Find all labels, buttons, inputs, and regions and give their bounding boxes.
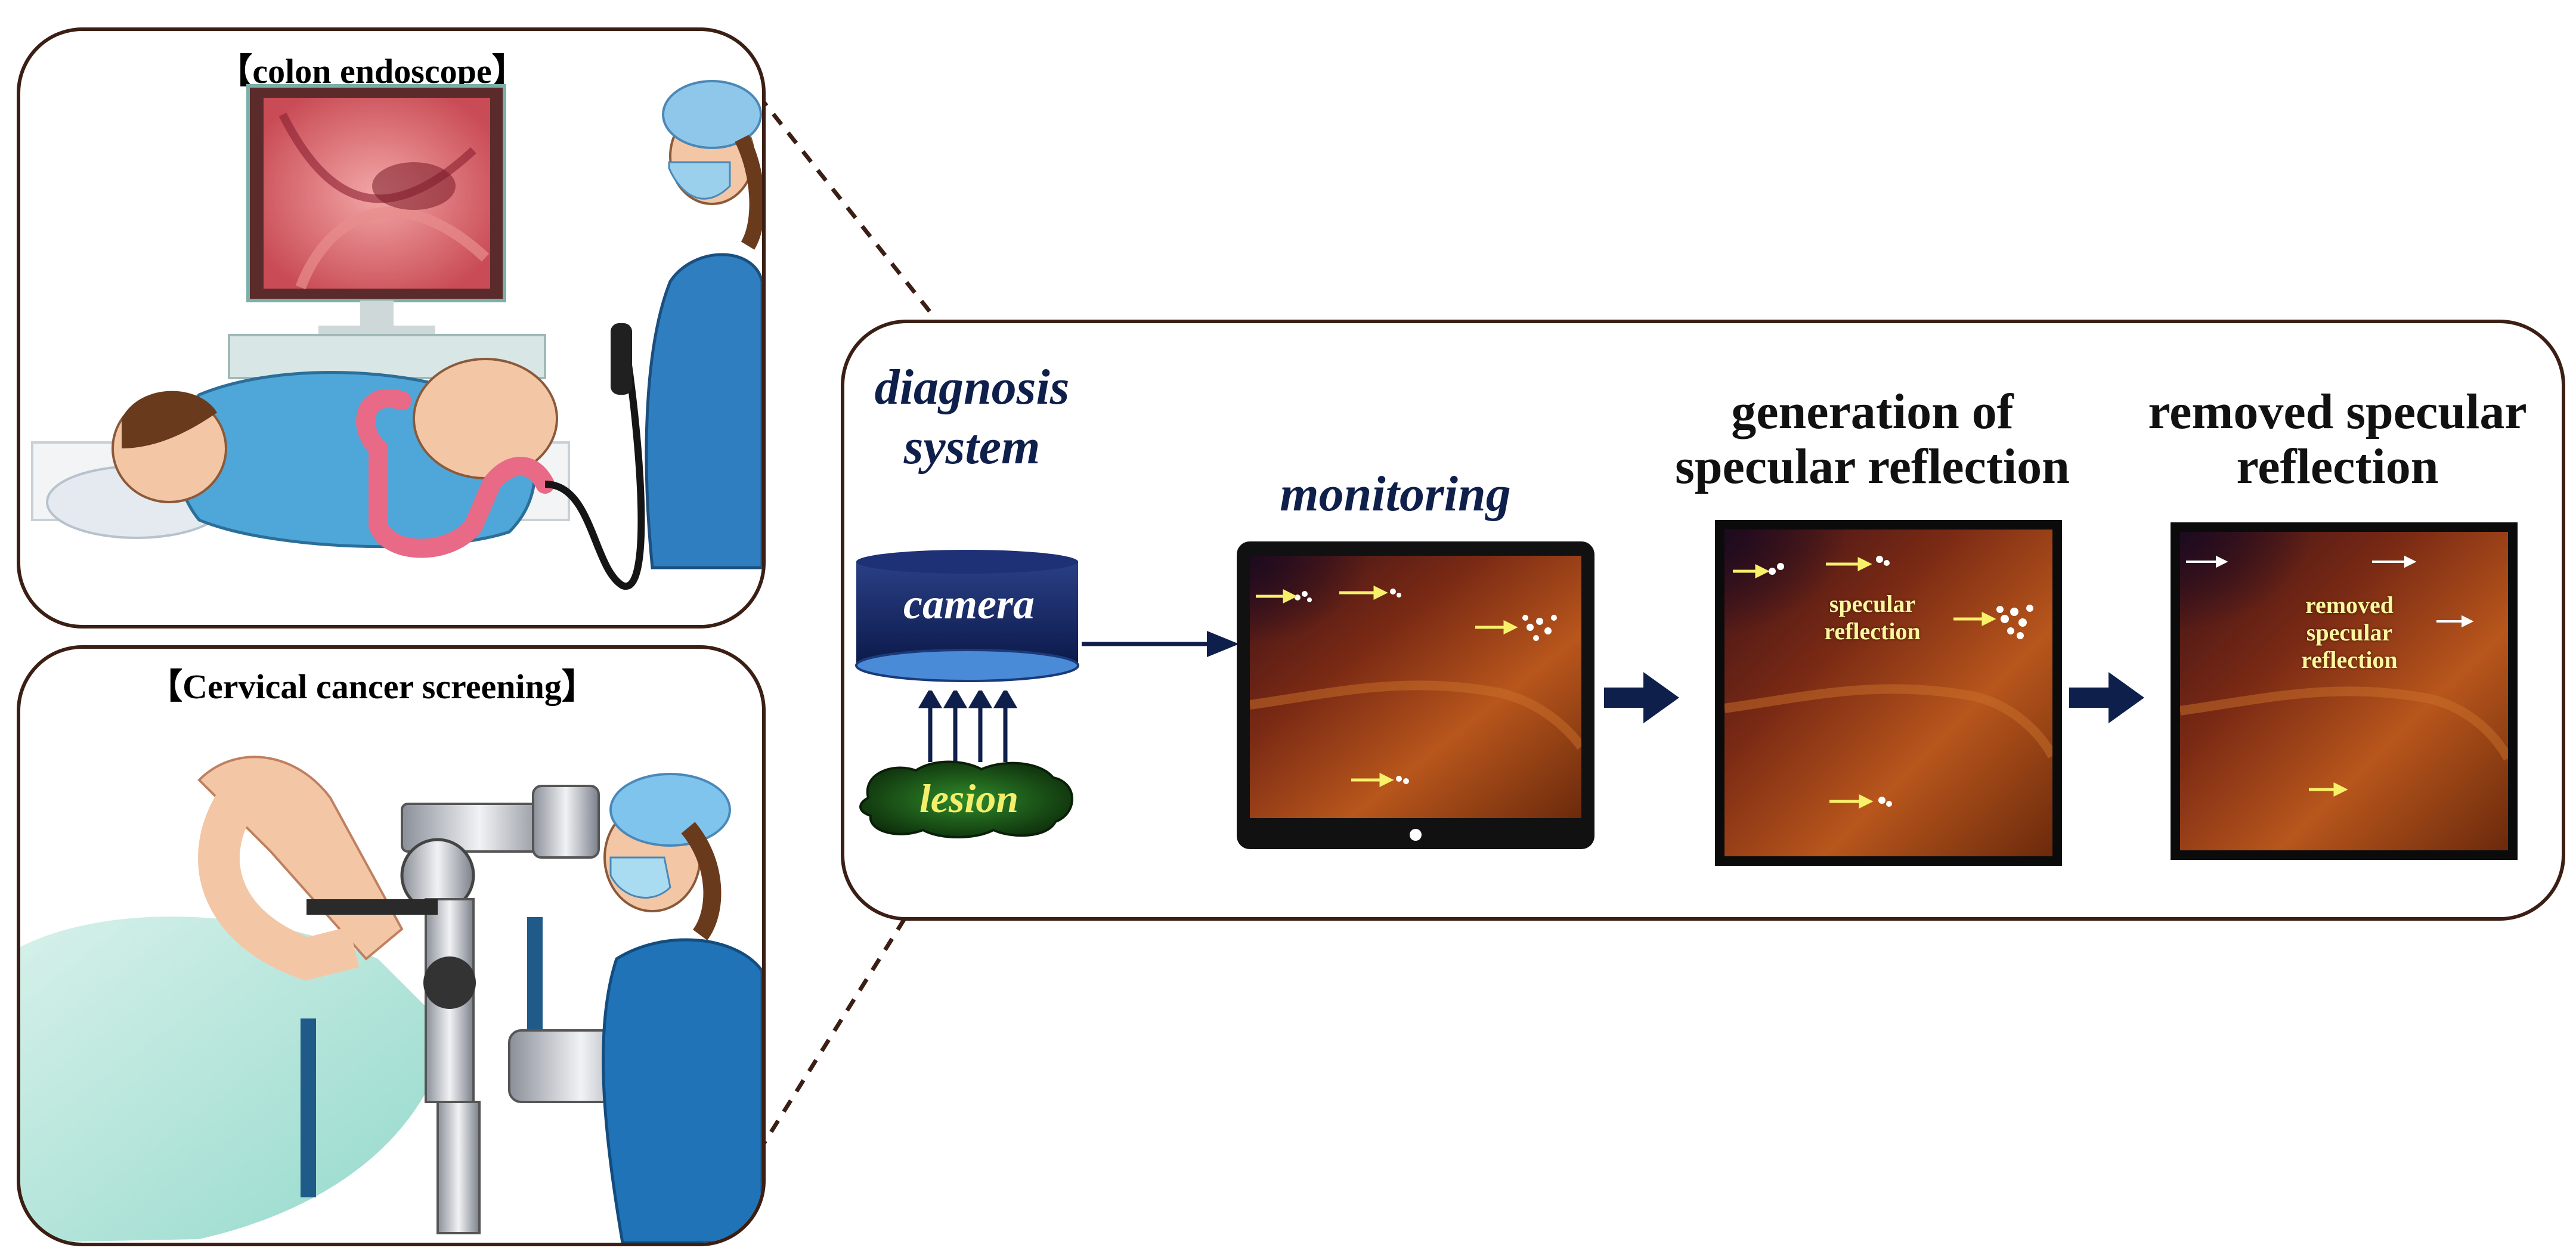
monitoring-title: monitoring [1280, 466, 1511, 522]
generation-image-frame [1715, 520, 2062, 866]
colon-endoscope-illustration [31, 80, 762, 590]
cervical-screening-title: 【Cervical cancer screening】 [148, 667, 596, 706]
removed-title: removed specular reflection [2123, 385, 2552, 494]
removed-endoscopic-image [2180, 532, 2508, 850]
removed-image-label-line3: reflection [2301, 646, 2398, 673]
generation-title-line2: specular reflection [1675, 439, 2070, 494]
cervical-screening-illustration [20, 756, 762, 1243]
monitoring-endoscopic-image [1250, 556, 1581, 818]
removed-image-label-line1: removed [2305, 592, 2394, 618]
generation-image-label-line1: specular [1829, 590, 1916, 617]
tablet-home-button [1410, 829, 1422, 841]
step-arrow-1 [1604, 672, 1679, 723]
lesion-label: lesion [919, 776, 1019, 821]
generation-endoscopic-image [1724, 530, 2052, 856]
removed-image-frame [2171, 522, 2518, 860]
generation-title: generation of specular reflection [1652, 385, 2093, 494]
colon-endoscope-panel: 【colon endoscope】 [17, 27, 766, 628]
endoscope-monitor [246, 84, 506, 339]
diagnosis-system-title: diagnosis system [847, 358, 1097, 477]
doctor-figure-1 [645, 80, 762, 569]
diagnosis-system-title-line1: diagnosis [874, 360, 1070, 415]
step-arrow-2 [2069, 672, 2144, 723]
connector-line-top [757, 94, 938, 321]
cervical-screening-panel: 【Cervical cancer screening】 [17, 645, 766, 1246]
doctor-figure-2 [602, 773, 762, 1243]
removed-image-label-line2: specular [2306, 619, 2393, 646]
diagnosis-system-title-line2: system [903, 419, 1041, 475]
removed-title-line2: reflection [2236, 439, 2439, 494]
generation-image-label-line2: reflection [1824, 618, 1921, 645]
generation-title-line1: generation of [1731, 384, 2014, 439]
connector-line-bottom [757, 905, 914, 1153]
removed-image-label: removed specular reflection [2248, 592, 2451, 674]
camera-block [855, 550, 1079, 682]
removed-title-line1: removed specular [2148, 384, 2527, 439]
camera-to-monitor-arrow [1082, 631, 1239, 657]
upward-arrows [918, 691, 1018, 762]
lesion-blob [859, 760, 1073, 838]
monitoring-tablet [1237, 541, 1594, 849]
generation-image-label: specular reflection [1783, 590, 1962, 645]
camera-label: camera [903, 580, 1035, 628]
